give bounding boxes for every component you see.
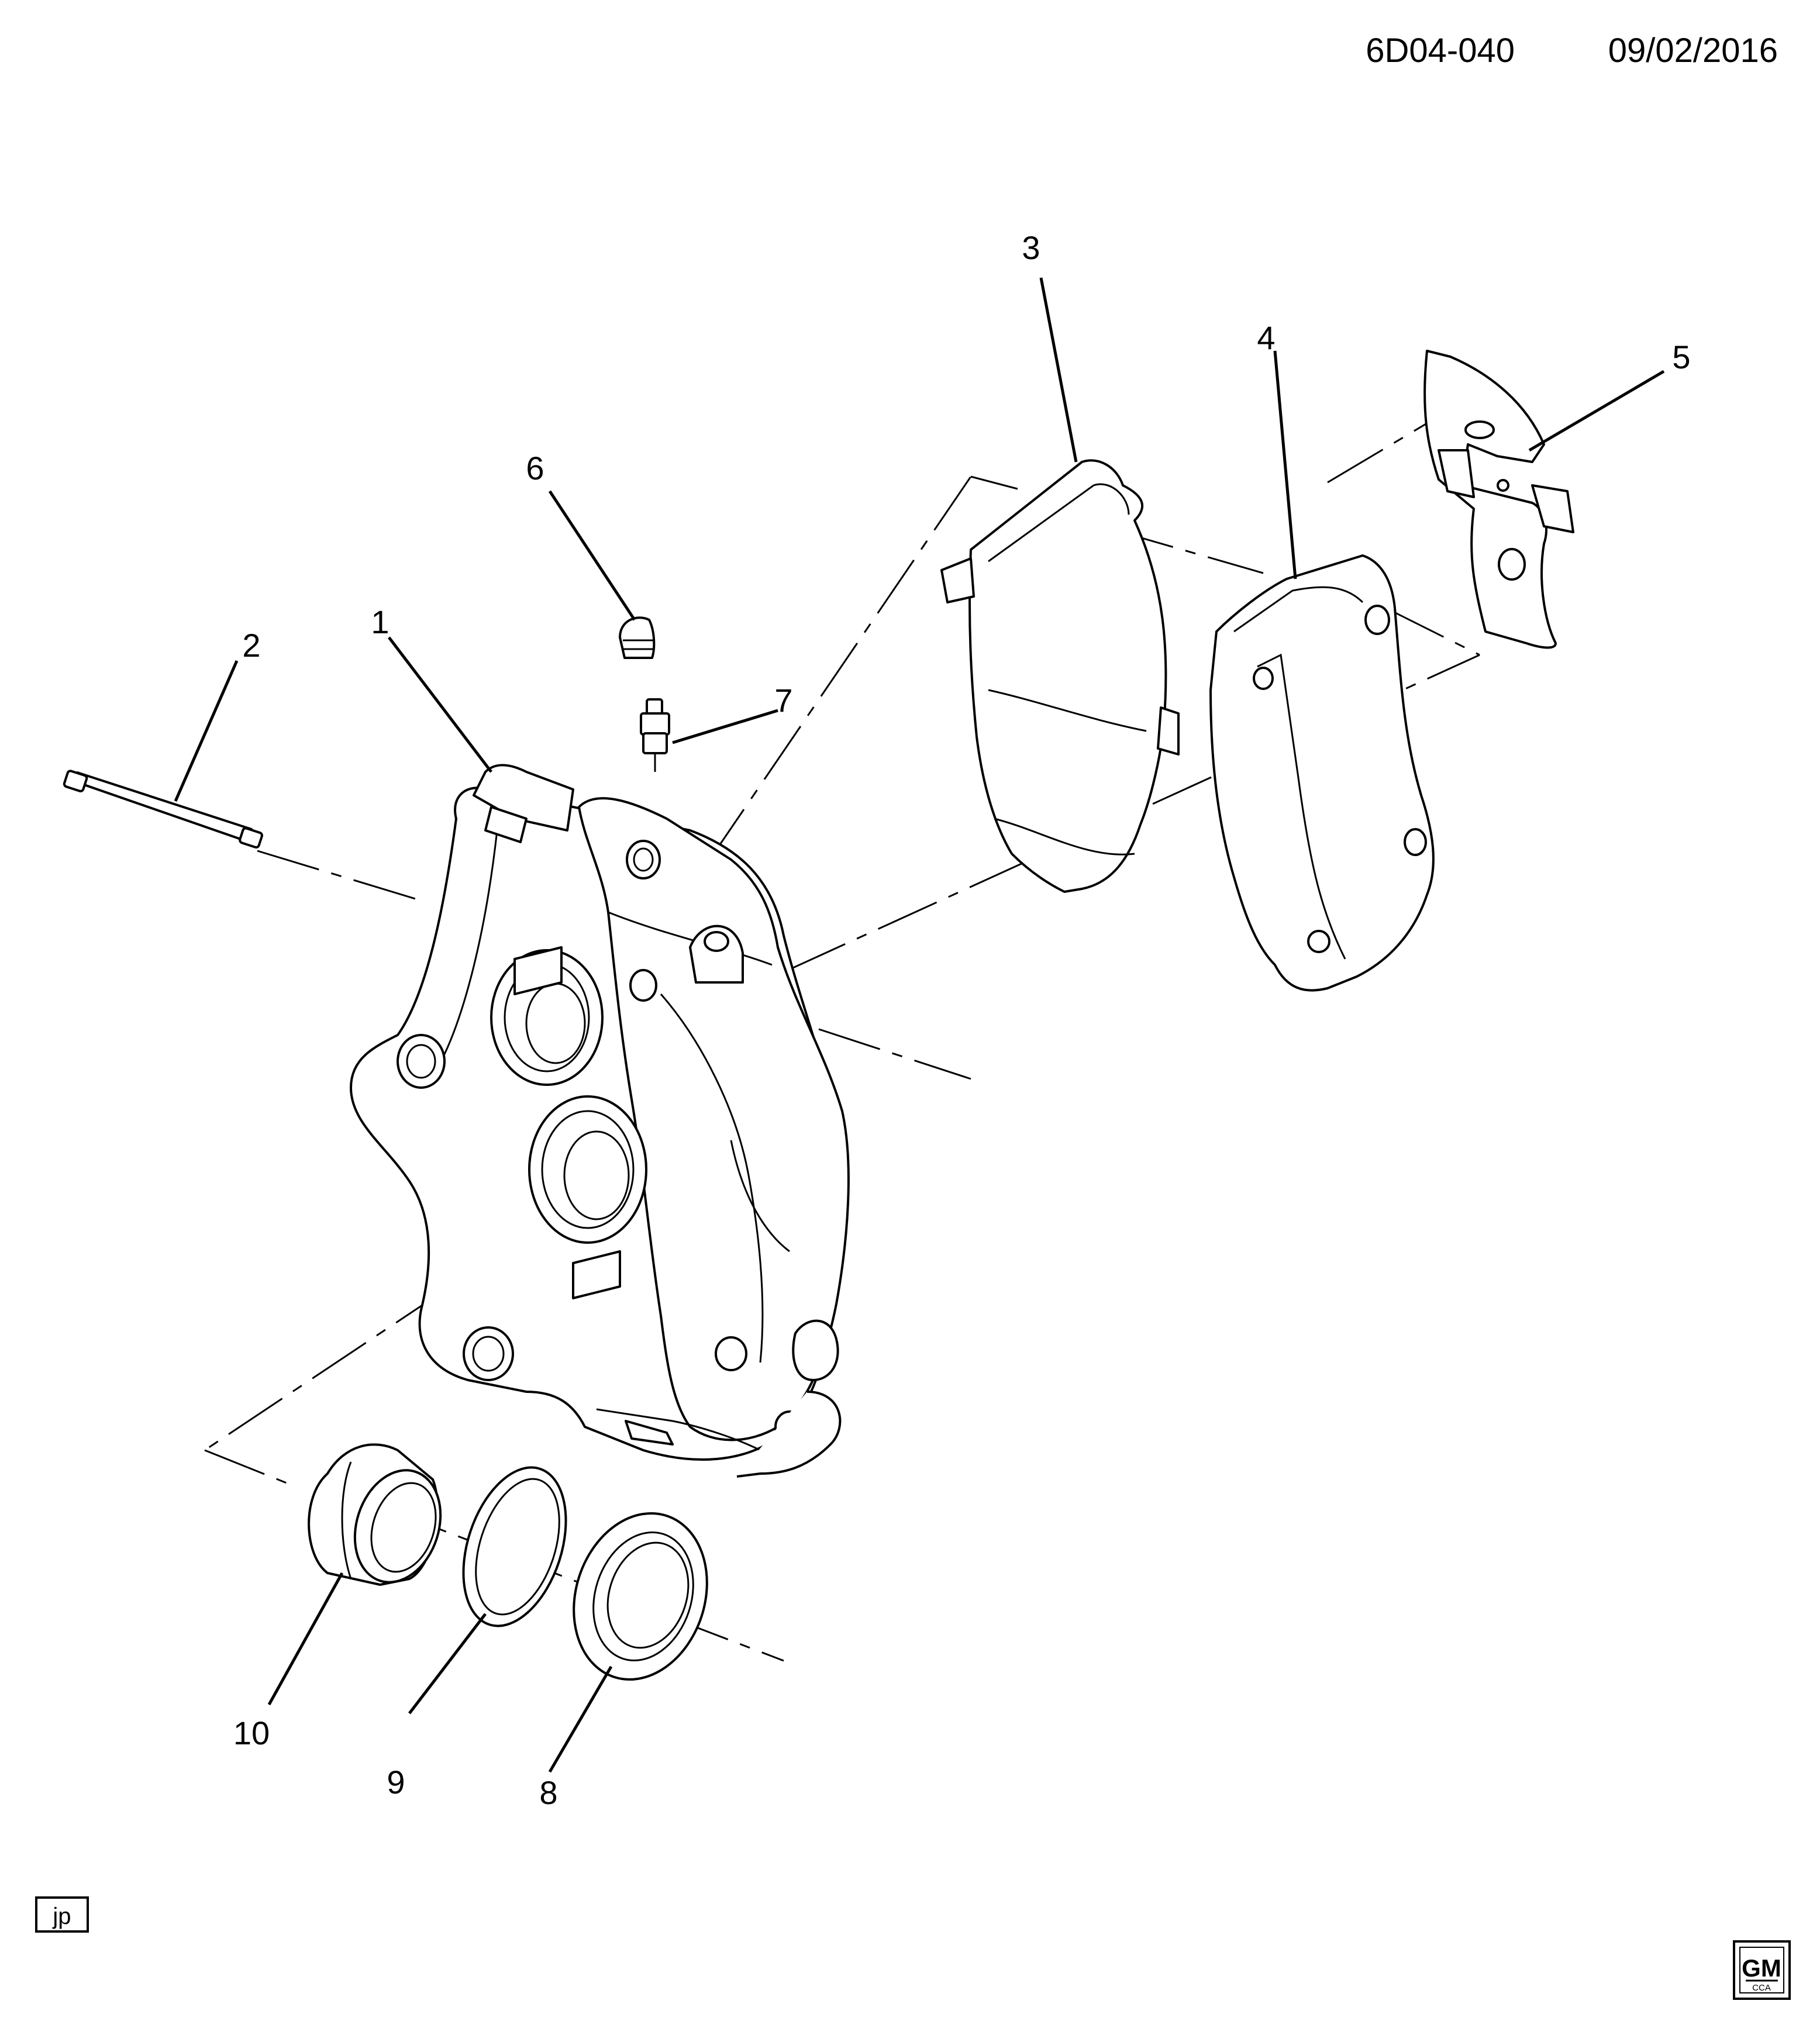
gm-logo-subtext: CCA xyxy=(1752,1983,1771,1993)
outer-brake-pad[interactable] xyxy=(1209,554,1435,992)
bleeder-valve[interactable] xyxy=(640,698,670,772)
callout-3: 3 xyxy=(1022,229,1040,266)
callout-5: 5 xyxy=(1672,339,1690,375)
caliper-body[interactable] xyxy=(350,764,850,1478)
pad-retaining-pin[interactable] xyxy=(63,770,263,849)
leader-lines xyxy=(174,277,1665,1773)
diagram-id: 6D04-040 xyxy=(1366,32,1515,70)
callout-7: 7 xyxy=(774,682,792,719)
initials-box: jp xyxy=(35,1896,89,1933)
callout-2: 2 xyxy=(242,627,260,664)
callout-10: 10 xyxy=(233,1715,270,1751)
callout-8: 8 xyxy=(539,1774,557,1811)
anti-rattle-spring[interactable] xyxy=(1423,350,1574,649)
inner-brake-pad[interactable] xyxy=(940,459,1180,893)
gm-logo-text: GM xyxy=(1742,1954,1781,1982)
piston-seal[interactable] xyxy=(445,1454,585,1639)
callout-4: 4 xyxy=(1257,319,1275,356)
callout-labels: 1 2 3 4 5 6 7 8 9 10 xyxy=(233,229,1691,1811)
callout-1: 1 xyxy=(371,603,389,640)
initials-text: jp xyxy=(52,1903,71,1929)
callout-6: 6 xyxy=(526,450,544,487)
callout-9: 9 xyxy=(387,1764,405,1800)
dust-boot[interactable] xyxy=(553,1496,728,1697)
bleeder-cap[interactable] xyxy=(619,616,656,659)
diagram-date: 09/02/2016 xyxy=(1608,32,1778,70)
piston[interactable] xyxy=(308,1443,454,1593)
gm-logo: GM CCA xyxy=(1733,1940,1791,2000)
